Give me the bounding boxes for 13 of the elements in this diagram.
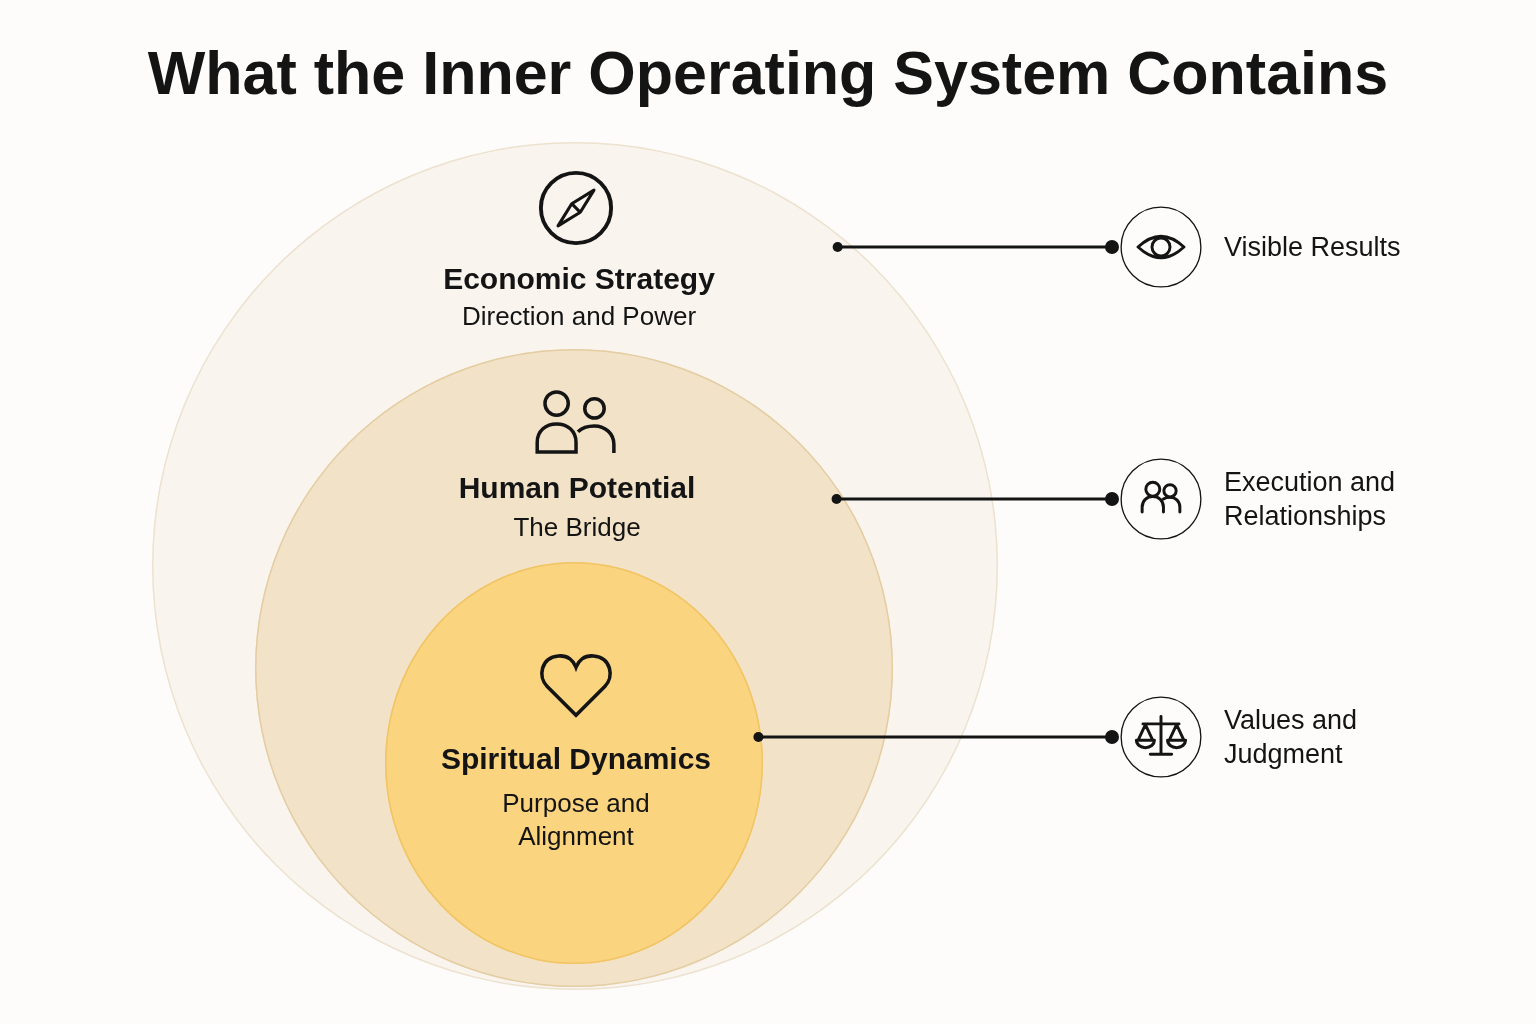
layer-title: Human Potential	[458, 470, 696, 506]
outcome-label: Values and Judgment	[1224, 704, 1359, 771]
connector-line	[832, 240, 1119, 254]
layer-title: Spiritual Dynamics	[440, 741, 712, 777]
layer-subtitle: Purpose and Alignment	[501, 787, 651, 853]
connector-line	[753, 730, 1119, 744]
layer-subtitle: Direction and Power	[461, 299, 697, 333]
outcome-label: Visible Results	[1224, 231, 1401, 264]
diagram-title: What the Inner Operating System Contains	[147, 38, 1389, 109]
layer-title: Economic Strategy	[443, 261, 715, 297]
connector-line	[831, 492, 1119, 506]
layer-subtitle: The Bridge	[513, 510, 641, 544]
outcome-label: Execution and Relationships	[1224, 466, 1397, 533]
